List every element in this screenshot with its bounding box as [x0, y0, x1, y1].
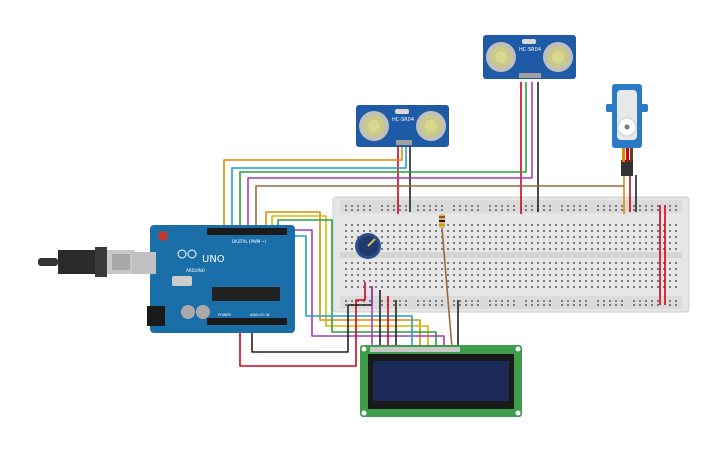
digital-pins-label: DIGITAL (PWM ~) — [232, 239, 267, 244]
breadboard[interactable] — [332, 196, 690, 313]
analog-pins-label: ANALOG IN — [250, 313, 270, 317]
digital-header — [207, 228, 287, 235]
lcd-pin-header — [370, 347, 460, 352]
wires — [223, 82, 637, 367]
arduino-brand-label: ARDUINO — [186, 268, 205, 273]
reset-button[interactable] — [158, 231, 168, 241]
power-analog-header — [207, 318, 287, 325]
lcd-screen — [373, 361, 509, 401]
power-jack — [147, 306, 165, 326]
arduino-logo-icon — [187, 249, 197, 259]
usb-port — [132, 252, 156, 274]
breadboard-holes — [345, 205, 677, 306]
sensor-left-label: HC-SR04 — [392, 117, 414, 123]
power-pins-label: POWER — [218, 313, 232, 317]
servo-motor[interactable] — [606, 84, 648, 176]
usb-cable[interactable] — [38, 247, 135, 277]
arduino-board-label: UNO — [202, 254, 225, 265]
potentiometer[interactable] — [355, 233, 381, 259]
sensor-right-label: HC-SR04 — [519, 47, 541, 53]
resistor[interactable] — [439, 214, 445, 228]
microcontroller-chip — [212, 287, 280, 301]
lcd-display[interactable] — [360, 345, 522, 417]
ultrasonic-sensor-right[interactable]: HC-SR04 — [483, 35, 576, 79]
ultrasonic-sensor-left[interactable]: HC-SR04 — [356, 105, 449, 147]
arduino-uno[interactable]: UNO ARDUINO DIGITAL (PWM ~) POWER ANALOG… — [132, 225, 295, 333]
